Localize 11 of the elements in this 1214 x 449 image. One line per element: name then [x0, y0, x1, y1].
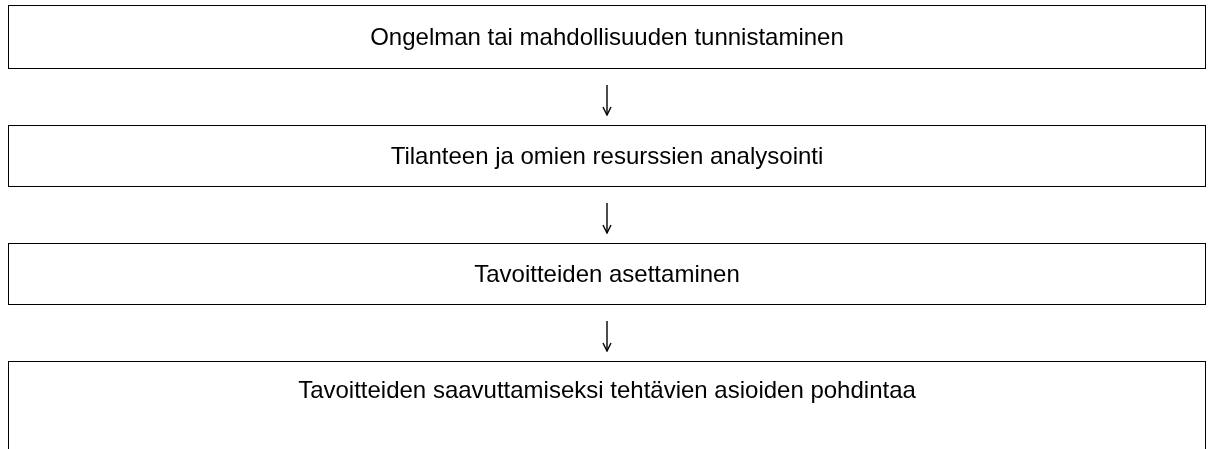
process-box	[8, 5, 1206, 69]
step-label: Ongelman tai mahdollisuuden tunnistaminen	[370, 22, 844, 52]
process-box	[8, 243, 1206, 305]
arrow	[602, 320, 612, 352]
step-label: Tilanteen ja omien resurssien analysointi	[390, 141, 824, 171]
step-label: Tavoitteiden saavuttamiseksi tehtävien asioiden pohdintaa	[298, 376, 916, 405]
arrow	[602, 202, 612, 234]
arrow	[602, 84, 612, 116]
step-label: Tavoitteiden asettaminen	[474, 259, 740, 289]
process-box	[8, 125, 1206, 187]
process-box	[8, 361, 1206, 449]
